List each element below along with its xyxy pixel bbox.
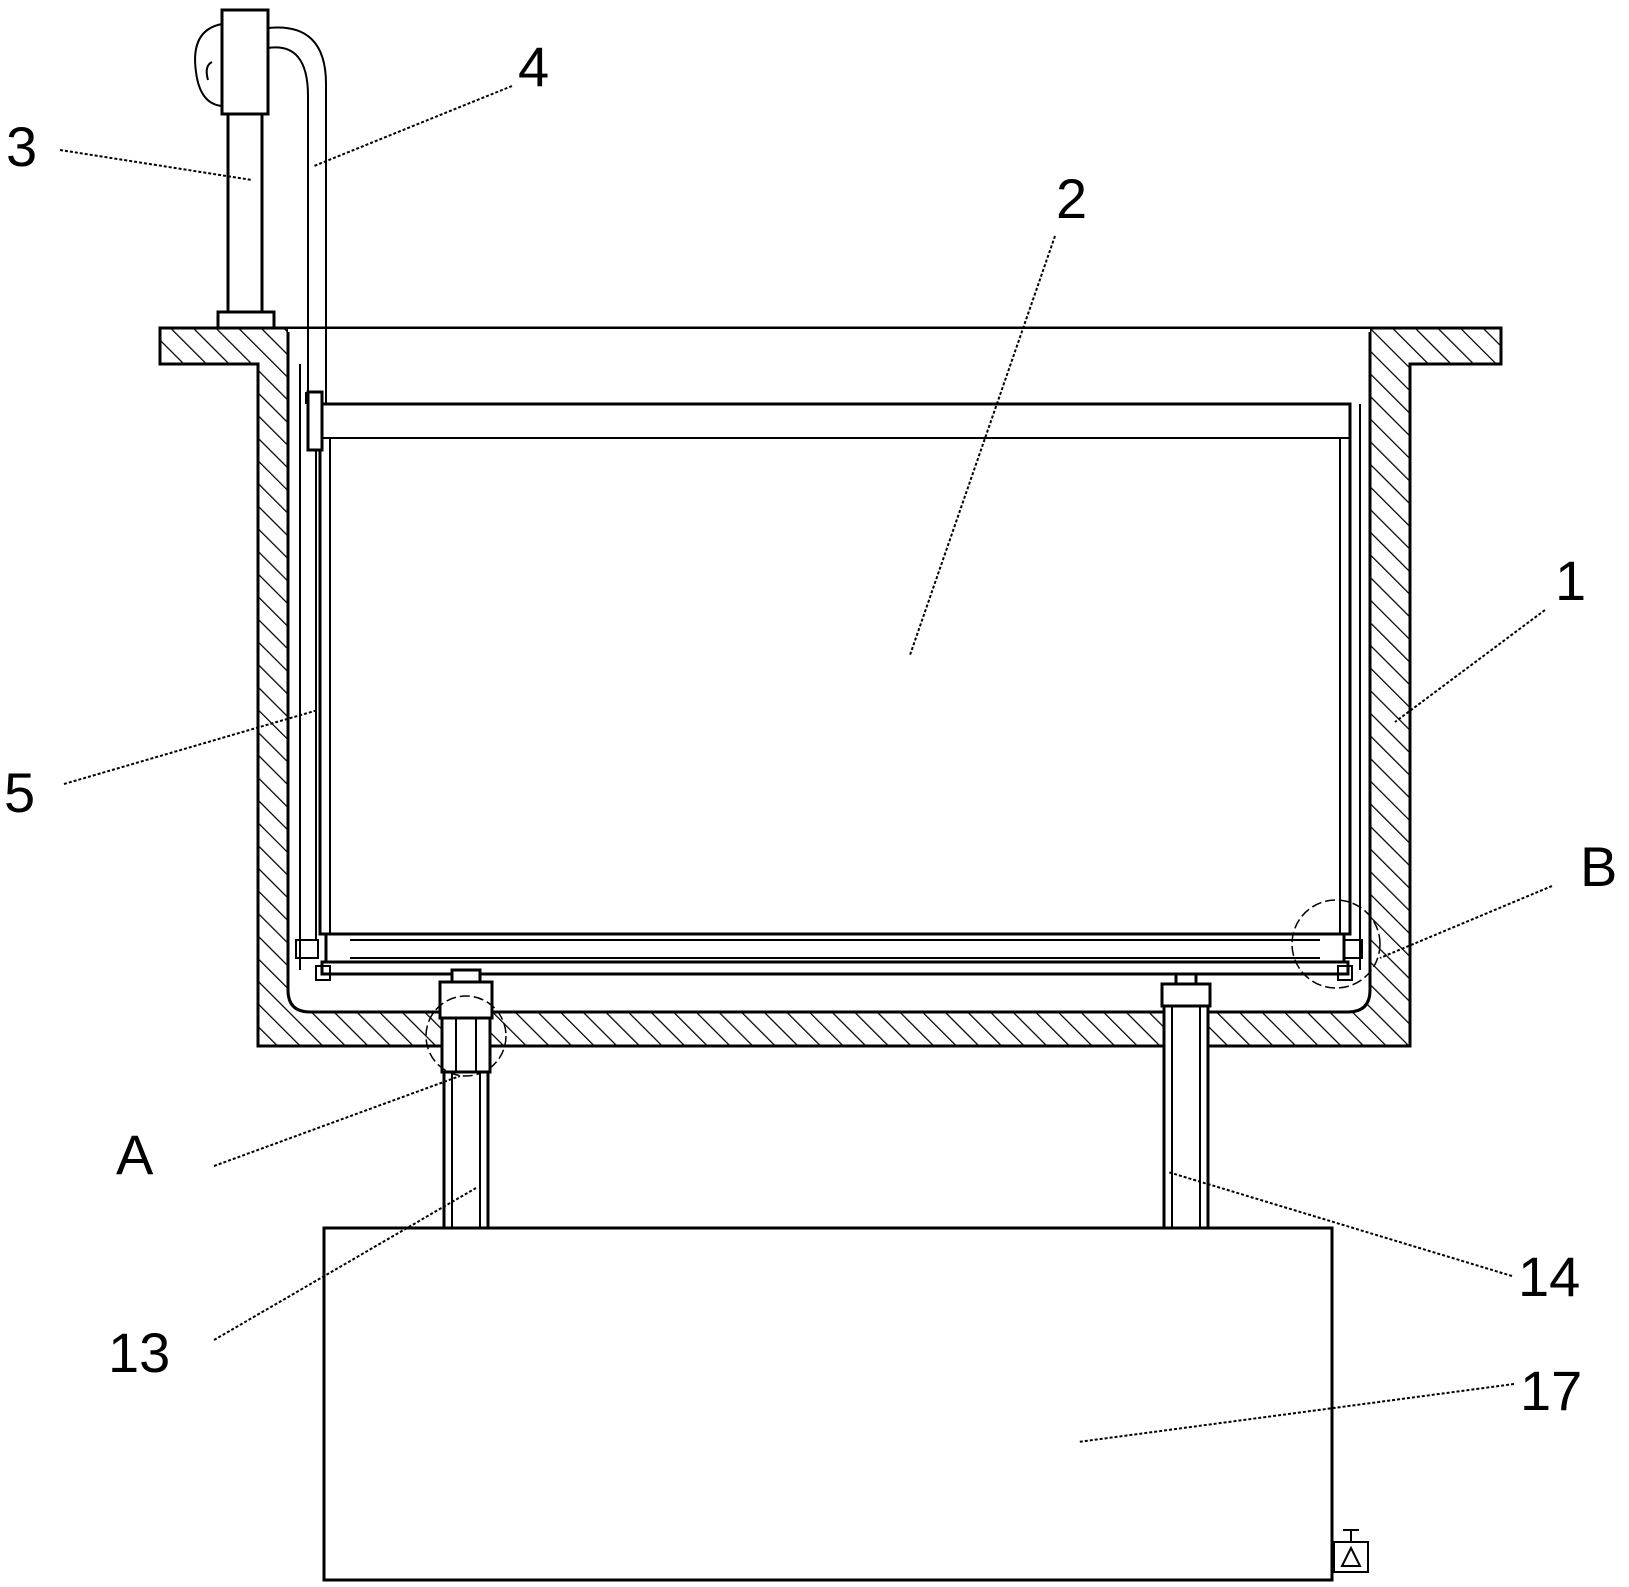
label-17: 17 [1520, 1359, 1582, 1422]
right-column [1160, 972, 1212, 1230]
label-2: 2 [1056, 167, 1087, 230]
leader-1 [1394, 609, 1546, 723]
leader-17 [1077, 1383, 1515, 1443]
label-1: 1 [1555, 549, 1586, 612]
leader-b [1379, 885, 1553, 959]
label-a: A [116, 1123, 154, 1186]
base-box [322, 1226, 1369, 1582]
pipe [267, 26, 327, 452]
detail-circle-a [425, 995, 507, 1077]
inner-basket [295, 402, 1363, 981]
leader-3 [59, 149, 253, 181]
leader-13 [213, 1187, 477, 1341]
leader-2 [909, 235, 1056, 656]
tank-inner-cavity [288, 328, 1370, 332]
label-13: 13 [108, 1321, 170, 1384]
left-column [438, 968, 494, 1230]
tank-wall [158, 326, 1503, 1048]
leader-4 [313, 85, 513, 167]
label-5: 5 [4, 761, 35, 824]
leader-5 [63, 709, 319, 785]
label-14: 14 [1518, 1245, 1580, 1308]
label-3: 3 [6, 115, 37, 178]
support-rod [194, 8, 276, 330]
leader-a [213, 1075, 461, 1167]
label-b: B [1580, 835, 1617, 898]
label-4: 4 [518, 35, 549, 98]
detail-circle-b [1291, 899, 1381, 989]
